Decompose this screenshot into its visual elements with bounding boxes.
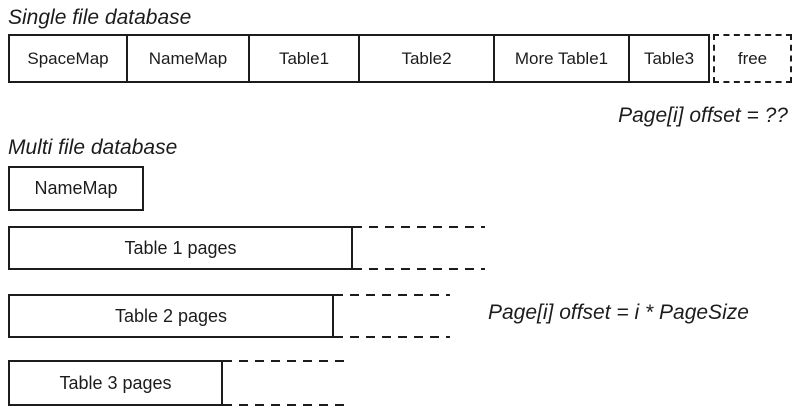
bar-segment-more-table1: More Table1 xyxy=(495,36,630,81)
bar-segment-table1: Table1 xyxy=(250,36,360,81)
multi-file-namemap-box: NameMap xyxy=(8,166,144,211)
multi-file-title: Multi file database xyxy=(8,136,178,159)
single-file-title: Single file database xyxy=(8,6,192,29)
table3-pages-box: Table 3 pages xyxy=(8,360,223,406)
table2-pages-box: Table 2 pages xyxy=(8,294,334,338)
table3-pages-extension-dashes xyxy=(223,360,348,406)
table1-pages-extension-dashes xyxy=(353,226,485,270)
table2-pages-extension-dashes xyxy=(334,294,450,338)
bar-segment-table2: Table2 xyxy=(360,36,495,81)
bar-segment-table3: Table3 xyxy=(643,48,695,68)
single-file-bar: SpaceMap NameMap Table1 Table2 More Tabl… xyxy=(8,34,710,83)
table1-pages-box: Table 1 pages xyxy=(8,226,353,270)
single-file-offset-note: Page[i] offset = ?? xyxy=(618,104,788,127)
bar-segment-free: free xyxy=(713,34,792,83)
bar-segment-namemap: NameMap xyxy=(128,36,250,81)
multi-file-offset-note: Page[i] offset = i * PageSize xyxy=(488,301,749,324)
bar-segment-spacemap: SpaceMap xyxy=(10,36,128,81)
